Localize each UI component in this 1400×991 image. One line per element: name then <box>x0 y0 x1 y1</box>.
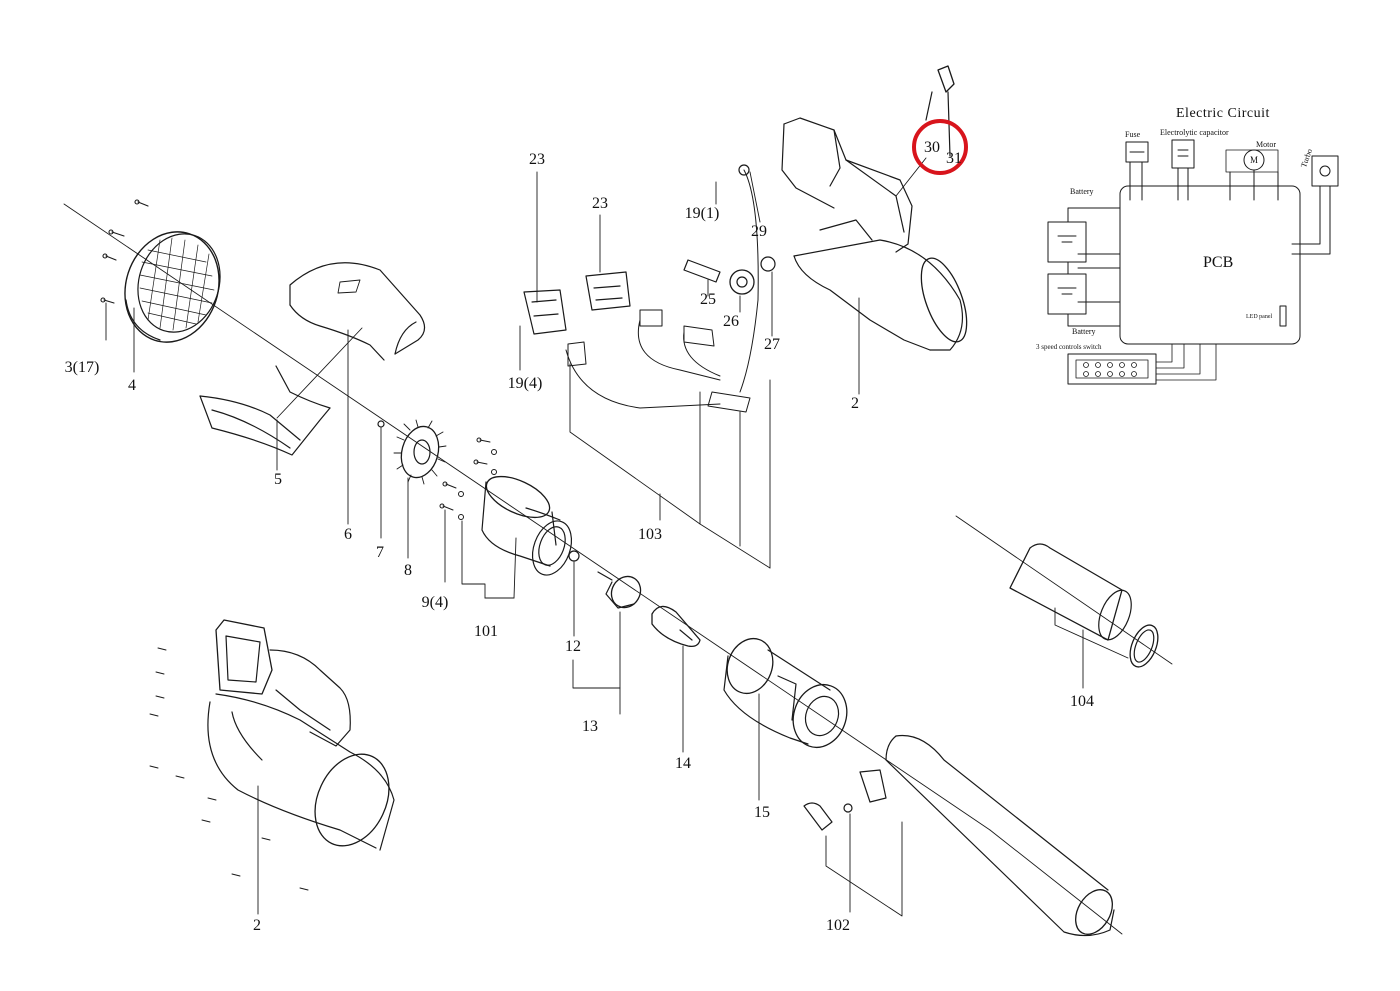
part-label-2-lower: 2 <box>253 917 261 934</box>
part-label-4: 4 <box>128 377 136 394</box>
speed-switch-label: 3 speed controls switch <box>1036 343 1102 351</box>
nozzle-tip-part-104 <box>1009 543 1159 668</box>
part-label-8: 8 <box>404 562 412 579</box>
upper-shell-part <box>289 262 426 361</box>
gear-parts-25-26-27 <box>683 164 776 295</box>
fuse-label: Fuse <box>1125 130 1141 139</box>
battery-top-label: Battery <box>1070 187 1094 196</box>
motor-housing-part-101 <box>481 475 573 576</box>
led-panel-label: LED panel <box>1246 314 1273 320</box>
fan-part-8 <box>393 419 447 485</box>
body-housing-lower <box>207 619 395 851</box>
part-label-14: 14 <box>675 755 691 772</box>
screws-lower <box>149 647 309 891</box>
part-label-103: 103 <box>638 526 662 543</box>
part-label-7: 7 <box>376 544 384 561</box>
motor-part-13 <box>597 571 642 609</box>
part-label-2-upper: 2 <box>851 395 859 412</box>
part-label-23-left: 23 <box>529 151 545 168</box>
part-label-13: 13 <box>582 718 598 735</box>
part-label-12: 12 <box>565 638 581 655</box>
button-part-102 <box>803 802 853 831</box>
nut-part-7 <box>377 420 385 428</box>
axis-line-nozzle <box>955 515 1173 665</box>
screws-part-3 <box>100 199 149 304</box>
part-label-104: 104 <box>1070 693 1094 710</box>
part-label-19-1: 19(1) <box>684 205 720 222</box>
part-label-25: 25 <box>700 291 716 308</box>
screws-part-9 <box>439 437 497 520</box>
pcb-board <box>1119 185 1301 345</box>
lower-shell-part <box>199 365 331 456</box>
part-label-29: 29 <box>751 223 767 240</box>
part-label-27: 27 <box>764 336 780 353</box>
part-label-23-right: 23 <box>592 195 608 212</box>
wiring-harness <box>565 169 759 413</box>
duct-part-15 <box>723 637 848 749</box>
circuit-title: Electric Circuit <box>1176 106 1270 121</box>
speed-switch-symbol <box>1067 353 1157 385</box>
capacitor-label: Electrolytic capacitor <box>1160 128 1229 137</box>
part-label-15: 15 <box>754 804 770 821</box>
motor-label: Motor <box>1256 140 1276 149</box>
battery-top-symbol <box>1047 221 1087 263</box>
fuse-symbol <box>1125 141 1149 163</box>
part-label-102: 102 <box>826 917 850 934</box>
battery-bottom-symbol <box>1047 273 1087 315</box>
capacitor-symbol <box>1171 139 1195 169</box>
grille-cover-part <box>124 231 221 343</box>
switch-brackets-part-23 <box>523 271 631 335</box>
highlight-circle-part-30-31 <box>912 119 968 175</box>
led-panel-symbol <box>1279 305 1287 327</box>
turbo-switch-symbol <box>1311 155 1339 187</box>
part-label-5: 5 <box>274 471 282 488</box>
nose-cone-part-14 <box>651 605 701 648</box>
part-label-31: 31 <box>946 150 962 167</box>
bearing-part-12 <box>568 550 580 562</box>
part-label-30: 30 <box>924 139 940 156</box>
blower-tube-part <box>859 734 1115 937</box>
part-label-6: 6 <box>344 526 352 543</box>
pcb-label: PCB <box>1203 254 1234 271</box>
part-label-19-4: 19(4) <box>507 375 543 392</box>
electric-circuit-schematic <box>1047 139 1339 385</box>
battery-bottom-label: Battery <box>1072 327 1096 336</box>
part-label-26: 26 <box>723 313 739 330</box>
motor-symbol-label: M <box>1250 155 1259 165</box>
part-label-3: 3(17) <box>64 359 100 376</box>
part-label-9: 9(4) <box>421 594 449 611</box>
part-label-101: 101 <box>474 623 498 640</box>
